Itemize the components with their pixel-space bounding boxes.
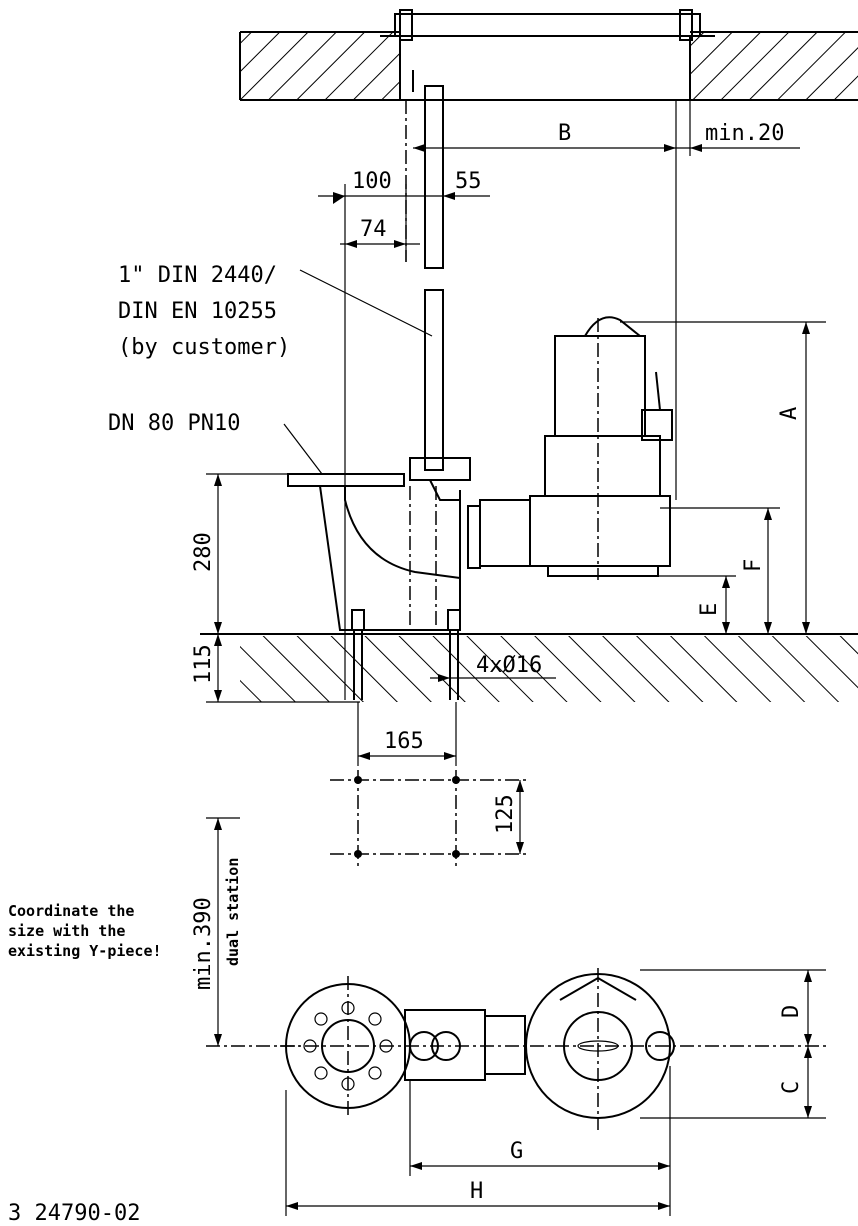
dim-a [620, 321, 826, 634]
dim-min390-label: min.390 [191, 897, 216, 990]
dim-f-e [620, 507, 780, 634]
dim-d-label: D [779, 1005, 804, 1018]
dim-h-label: H [470, 1179, 483, 1204]
dim-115-label: 115 [191, 644, 216, 684]
dim-280-label: 280 [191, 532, 216, 572]
dim-125-label: 125 [493, 794, 518, 834]
dim-280 [206, 473, 290, 634]
dim-165-label: 165 [384, 729, 424, 754]
dim-b-group [413, 100, 800, 500]
dual-station-label: dual station [224, 858, 242, 966]
drawing-number: 3 24790-02 [8, 1201, 140, 1226]
floor-slab [200, 633, 858, 702]
note-line1: Coordinate the [8, 902, 134, 920]
note-line3: existing Y-piece! [8, 942, 162, 960]
dim-165 [357, 702, 457, 766]
dim-b-label: B [558, 121, 571, 146]
dim-74-label: 74 [360, 217, 387, 242]
dim-115 [206, 634, 360, 703]
dim-bolts [430, 674, 556, 682]
note-line2: size with the [8, 922, 125, 940]
flange-leader [283, 423, 323, 475]
bolt-pattern [330, 770, 530, 866]
dim-g-label: G [510, 1139, 523, 1164]
flange-label: DN 80 PN10 [108, 411, 240, 436]
dim-min20-label: min.20 [705, 121, 784, 146]
dim-offsets [318, 184, 490, 700]
pipe-leader [299, 269, 433, 337]
guide-pipe [405, 70, 444, 471]
pipe-label-line1: 1" DIN 2440/ [118, 263, 277, 288]
dim-100-label: 100 [352, 169, 392, 194]
dim-d-c [640, 969, 826, 1119]
dim-e-label: E [697, 603, 722, 616]
dim-c-label: C [779, 1081, 804, 1094]
dim-bolts-label: 4xØ16 [476, 653, 542, 678]
pipe-label-line2: DIN EN 10255 [118, 299, 277, 324]
dim-55-label: 55 [455, 169, 482, 194]
dim-a-label: A [777, 407, 802, 420]
pipe-label-line3: (by customer) [118, 335, 290, 360]
dim-g-h [285, 1066, 671, 1216]
pump-side-view [467, 316, 673, 580]
pump-top-view [280, 968, 830, 1130]
dim-f-label: F [741, 559, 766, 572]
top-slab [239, 9, 858, 101]
dim-min390 [206, 817, 300, 1047]
